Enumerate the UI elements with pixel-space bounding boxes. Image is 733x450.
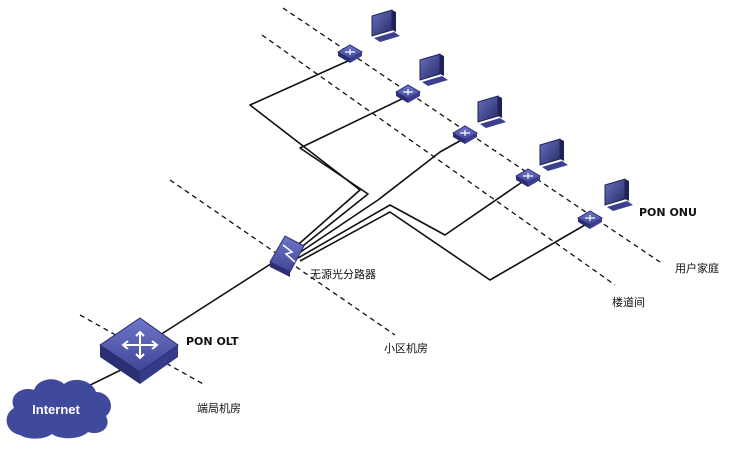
fiber-branch-3 bbox=[295, 137, 466, 256]
internet-label: Internet bbox=[32, 402, 80, 417]
fiber-branch-5 bbox=[299, 211, 591, 281]
pc-icon bbox=[539, 138, 568, 171]
onu-unit bbox=[515, 168, 541, 187]
fiber-lines bbox=[79, 59, 591, 391]
pc-icon bbox=[419, 53, 448, 86]
onu-unit bbox=[452, 125, 478, 144]
zone-label-central-office: 端局机房 bbox=[197, 401, 241, 415]
onu-unit bbox=[395, 84, 421, 103]
zone-boundaries bbox=[79, 7, 661, 386]
pon-olt-device bbox=[99, 317, 179, 384]
optical-splitter bbox=[269, 235, 305, 277]
internet-cloud: Internet bbox=[6, 379, 111, 439]
pc-icon bbox=[477, 95, 506, 128]
cloud-shape bbox=[6, 379, 111, 439]
olt-side-left bbox=[100, 345, 140, 384]
pc-icon bbox=[371, 9, 400, 42]
splitter-label: 无源光分路器 bbox=[310, 267, 376, 281]
fiber-olt-splitter bbox=[159, 257, 281, 336]
zone-label-user-home: 用户家庭 bbox=[675, 261, 719, 275]
fiber-branch-2 bbox=[293, 94, 411, 254]
olt-label: PON OLT bbox=[186, 335, 239, 348]
splitter-side bbox=[270, 262, 290, 277]
boundary-central-office bbox=[79, 314, 206, 386]
zone-label-stairwell: 楼道间 bbox=[612, 295, 645, 309]
onu-label: PON ONU bbox=[639, 206, 697, 219]
pc-icon bbox=[604, 178, 633, 211]
fiber-branch-1 bbox=[249, 59, 361, 251]
olt-arrows-icon bbox=[121, 330, 159, 360]
splitter-bolt-icon bbox=[282, 244, 296, 263]
onu-group bbox=[337, 9, 633, 229]
zone-label-community-room: 小区机房 bbox=[384, 341, 428, 355]
onu-unit bbox=[577, 210, 603, 229]
olt-side-right bbox=[140, 345, 178, 384]
fiber-branch-4 bbox=[297, 179, 526, 259]
onu-unit bbox=[337, 44, 363, 63]
boundary-stairwell bbox=[261, 34, 616, 286]
